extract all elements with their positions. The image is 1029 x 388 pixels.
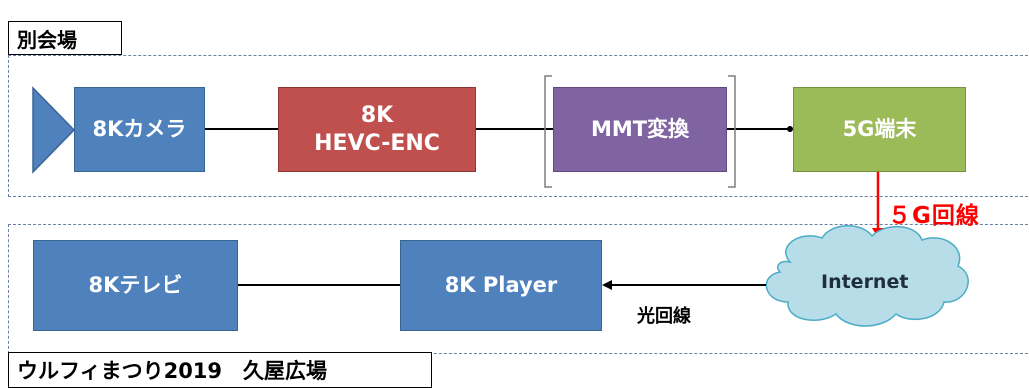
terminal-node: 5G端末 — [793, 87, 966, 172]
tv-node: 8Kテレビ — [33, 240, 238, 331]
player-node: 8K Player — [400, 240, 602, 331]
camera-node: 8Kカメラ — [74, 87, 205, 172]
camera-lens-icon — [32, 86, 76, 174]
encoder-label-line2: HEVC-ENC — [314, 130, 440, 156]
fiveg-link-label: ５G回線 — [888, 203, 980, 229]
bottom-venue-label: ウルフィまつり2019 久屋広場 — [8, 352, 432, 388]
fiber-arrow-head — [602, 280, 612, 290]
encoder-label-line1: 8K — [360, 103, 394, 128]
internet-label: Internet — [821, 271, 909, 293]
mmt-bracket-left — [544, 75, 552, 188]
top-venue-region — [8, 55, 1029, 197]
mmt-node: MMT変換 — [553, 87, 727, 172]
internet-cloud-icon — [765, 225, 969, 327]
bottom-venue-region — [8, 224, 1029, 354]
mmt-bracket-right — [728, 75, 736, 188]
fiber-link-label: 光回線 — [637, 306, 691, 327]
encoder-node: 8K HEVC-ENC — [278, 87, 476, 172]
terminal-connector-dot — [787, 126, 793, 132]
top-venue-label: 別会場 — [8, 21, 122, 55]
